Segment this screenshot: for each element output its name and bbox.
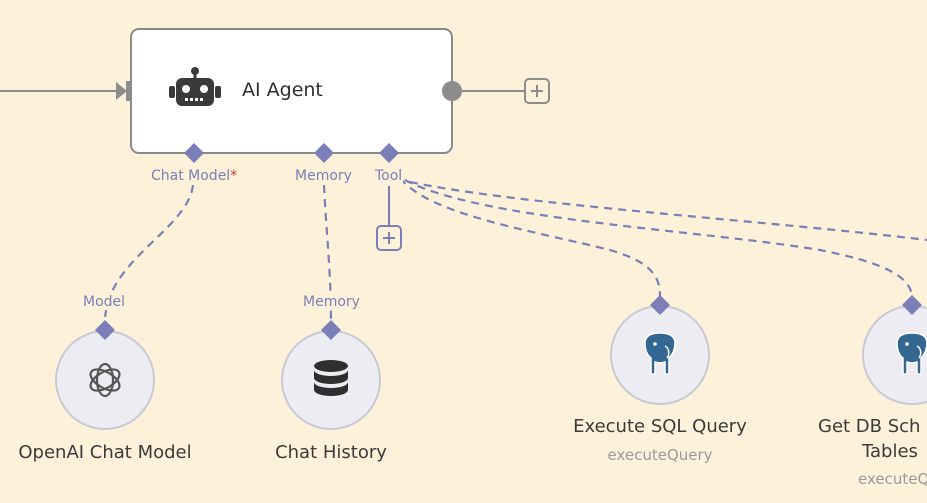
openai-port-label: Model xyxy=(82,294,127,310)
openai-node-label: OpenAI Chat Model xyxy=(18,442,192,463)
chat-history-port[interactable] xyxy=(321,320,341,340)
chat-history-node-label: Chat History xyxy=(275,442,387,463)
get-db-node-label-line1: Get DB Sch xyxy=(818,416,921,437)
openai-chat-model-node[interactable] xyxy=(55,330,155,430)
execute-sql-port[interactable] xyxy=(650,295,670,315)
tool-connector-label: Tool xyxy=(374,168,404,184)
postgres-elephant-icon xyxy=(896,332,927,375)
add-tool-button[interactable] xyxy=(376,225,402,251)
tool-connection-get-db[interactable] xyxy=(404,179,914,297)
get-db-port[interactable] xyxy=(902,295,922,315)
postgres-elephant-icon xyxy=(644,332,676,375)
agent-output-port[interactable] xyxy=(442,81,462,101)
incoming-arrowhead xyxy=(116,82,127,100)
chat-model-label-text: Chat Model xyxy=(151,168,231,184)
tool-connection-offscreen[interactable] xyxy=(409,180,927,242)
execute-sql-node-subtitle: executeQuery xyxy=(607,446,713,464)
chat-model-connector-label: Chat Model* xyxy=(150,168,239,184)
add-next-node-button[interactable] xyxy=(524,78,550,104)
get-db-node-subtitle: executeQ xyxy=(858,470,927,488)
execute-sql-node-label: Execute SQL Query xyxy=(573,416,747,437)
chat-model-port[interactable] xyxy=(184,143,204,163)
openai-icon xyxy=(89,362,121,398)
ai-agent-title: AI Agent xyxy=(242,79,323,101)
memory-connection[interactable] xyxy=(322,184,333,323)
memory-port[interactable] xyxy=(314,143,334,163)
chat-history-port-label: Memory xyxy=(302,294,361,310)
tool-port[interactable] xyxy=(379,143,399,163)
tool-connection-execute-sql[interactable] xyxy=(399,177,662,297)
required-mark: * xyxy=(230,168,238,184)
robot-icon xyxy=(169,67,221,106)
get-db-node-label-line2: Tables xyxy=(862,441,918,462)
database-icon xyxy=(314,360,348,396)
memory-connector-label: Memory xyxy=(294,168,353,184)
openai-port[interactable] xyxy=(95,320,115,340)
